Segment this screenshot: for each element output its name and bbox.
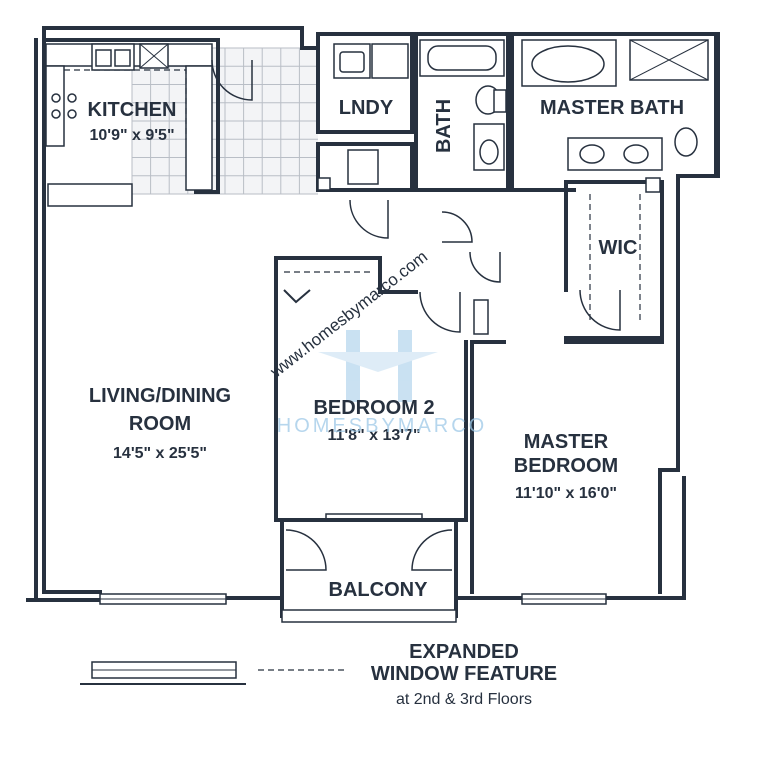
- master-bath-walls: [510, 34, 718, 192]
- legend: EXPANDED WINDOW FEATURE at 2nd & 3rd Flo…: [371, 641, 557, 708]
- master-bedroom-dims: 11'10" x 16'0": [515, 485, 617, 502]
- laundry-walls: [316, 34, 414, 192]
- watermark-brand: HOMESBYMARCO: [277, 415, 487, 437]
- stove-icon: [51, 93, 77, 119]
- master-bath-label: MASTER BATH: [540, 97, 684, 119]
- room-labels: KITCHEN 10'9" x 9'5" LNDY BATH MASTER BA…: [88, 97, 684, 601]
- bedroom2-label: BEDROOM 2: [313, 397, 434, 419]
- legend-line3: at 2nd & 3rd Floors: [396, 691, 532, 708]
- exterior-walls: [26, 26, 720, 602]
- master-bedroom-label-line2: BEDROOM: [514, 455, 618, 477]
- kitchen-walls: [42, 38, 220, 207]
- door-swings: [211, 59, 621, 571]
- legend-line2: WINDOW FEATURE: [371, 663, 557, 685]
- balcony-label: BALCONY: [329, 579, 429, 601]
- living-label-line2: ROOM: [129, 413, 191, 435]
- bath-label: BATH: [433, 99, 455, 153]
- master-toilet-icon: [674, 127, 698, 157]
- water-heater-icon: [347, 149, 379, 185]
- master-bedroom-label-line1: MASTER: [524, 431, 609, 453]
- laundry-label: LNDY: [339, 97, 394, 119]
- tile-floor: [131, 47, 318, 195]
- wic-walls: [564, 177, 664, 340]
- legend-line1: EXPANDED: [409, 641, 519, 663]
- wic-label: WIC: [599, 237, 638, 259]
- bedroom2-dims: 11'8" x 13'7": [327, 427, 420, 444]
- dryer-icon: [371, 43, 409, 79]
- balcony: [280, 518, 458, 623]
- bedroom2-walls: [274, 256, 489, 522]
- kitchen-label: KITCHEN: [88, 99, 177, 121]
- watermark-logo: [318, 330, 438, 402]
- living-label-line1: LIVING/DINING: [89, 385, 231, 407]
- living-dims: 14'5" x 25'5": [113, 445, 207, 462]
- master-bedroom-walls: [470, 336, 664, 594]
- kitchen-dims: 10'9" x 9'5": [89, 127, 174, 144]
- bath-walls: [414, 34, 510, 192]
- expanded-window-icon: [80, 661, 344, 685]
